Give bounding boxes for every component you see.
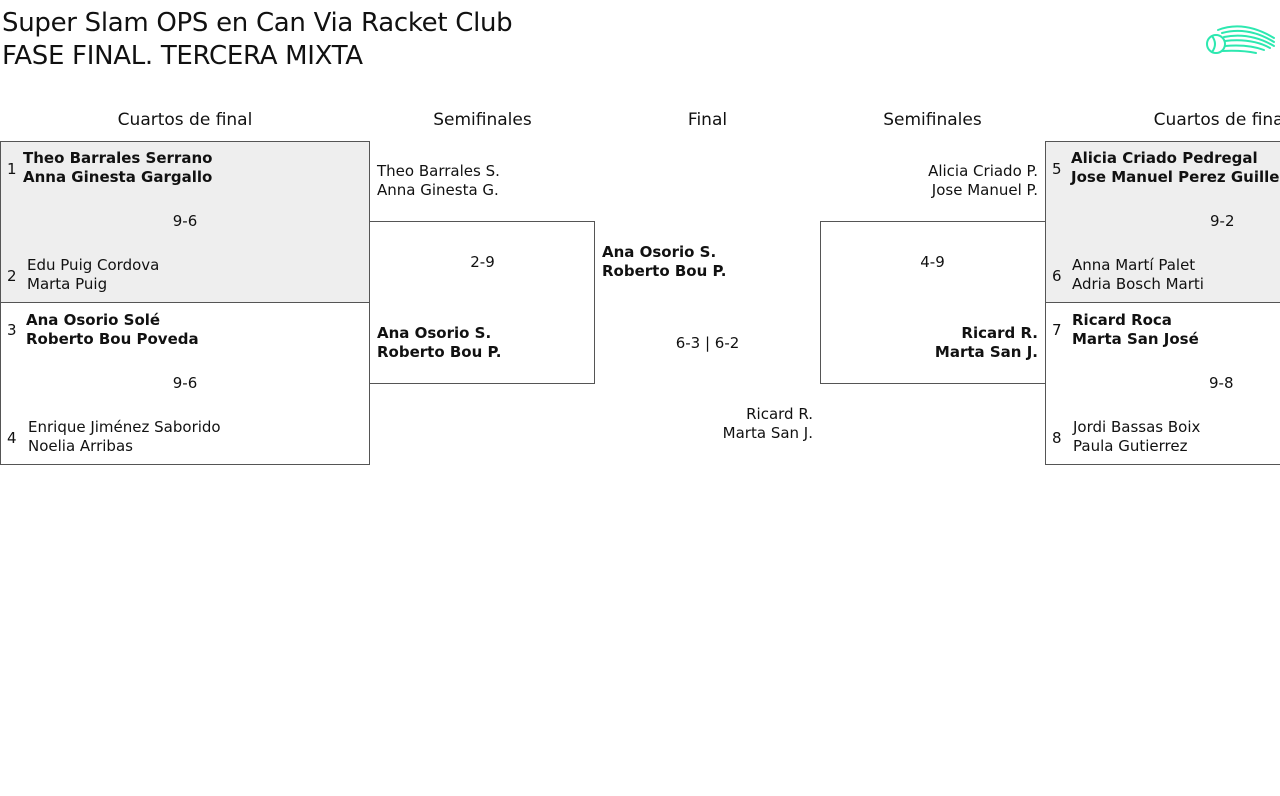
player-name: Alicia Criado Pedregal xyxy=(1071,149,1258,167)
player-name: Roberto Bou Poveda xyxy=(26,330,199,348)
player-name: Ricard R. xyxy=(746,405,813,423)
seed-number: 8 xyxy=(1052,429,1062,447)
player-name: Ana Osorio Solé xyxy=(26,311,161,329)
seed-number: 1 xyxy=(7,160,17,178)
page-subtitle: FASE FINAL. TERCERA MIXTA xyxy=(2,41,363,71)
team-winner: Ricard R. Marta San J. xyxy=(820,324,1038,362)
column-header-quarterfinals-left: Cuartos de final xyxy=(117,110,253,130)
player-name: Anna Ginesta G. xyxy=(377,181,499,199)
player-name: Ricard Roca xyxy=(1072,311,1172,329)
player-name: Anna Martí Palet xyxy=(1072,256,1196,274)
match-score: 9-8 xyxy=(1209,374,1234,392)
team-loser: Edu Puig Cordova Marta Puig xyxy=(27,256,159,294)
seed-number: 6 xyxy=(1052,267,1062,285)
seed-number: 3 xyxy=(7,321,17,339)
player-name: Roberto Bou P. xyxy=(377,343,502,361)
match-score: 4-9 xyxy=(920,253,945,271)
final-score: 6-3 | 6-2 xyxy=(675,334,740,352)
semifinal-match-1 xyxy=(369,221,595,384)
player-name: Alicia Criado P. xyxy=(928,162,1038,180)
team-winner: Alicia Criado Pedregal Jose Manuel Perez… xyxy=(1071,149,1280,187)
player-name: Anna Ginesta Gargallo xyxy=(23,168,213,186)
team-loser: Jordi Bassas Boix Paula Gutierrez xyxy=(1073,418,1200,456)
player-name: Noelia Arribas xyxy=(28,437,133,455)
column-header-semifinals-right: Semifinales xyxy=(883,110,982,130)
team-loser: Alicia Criado P. Jose Manuel P. xyxy=(820,162,1038,200)
player-name: Ana Osorio S. xyxy=(602,243,717,261)
player-name: Paula Gutierrez xyxy=(1073,437,1188,455)
team-loser: Theo Barrales S. Anna Ginesta G. xyxy=(377,162,500,200)
quarterfinal-match-3 xyxy=(1045,141,1280,303)
final-winner: Ana Osorio S. Roberto Bou P. xyxy=(602,243,726,281)
player-name: Adria Bosch Marti xyxy=(1072,275,1204,293)
player-name: Ana Osorio S. xyxy=(377,324,492,342)
column-header-final: Final xyxy=(687,110,728,130)
match-score: 9-6 xyxy=(172,212,198,230)
page-title: Super Slam OPS en Can Via Racket Club xyxy=(2,8,513,38)
player-name: Jordi Bassas Boix xyxy=(1073,418,1201,436)
player-name: Jose Manuel P. xyxy=(931,181,1038,199)
player-name: Theo Barrales S. xyxy=(377,162,500,180)
team-loser: Anna Martí Palet Adria Bosch Marti xyxy=(1072,256,1204,294)
player-name: Roberto Bou P. xyxy=(602,262,727,280)
player-name: Marta San José xyxy=(1072,330,1199,348)
team-winner: Ana Osorio S. Roberto Bou P. xyxy=(377,324,501,362)
team-winner: Ana Osorio Solé Roberto Bou Poveda xyxy=(26,311,199,349)
player-name: Marta San J. xyxy=(934,343,1038,361)
seed-number: 4 xyxy=(7,429,17,447)
column-header-quarterfinals-right: Cuartos de final xyxy=(1153,110,1280,130)
seed-number: 2 xyxy=(7,267,17,285)
player-name: Jose Manuel Perez Guillen xyxy=(1071,168,1280,186)
seed-number: 5 xyxy=(1052,160,1062,178)
final-runner-up: Ricard R. Marta San J. xyxy=(595,405,813,443)
team-winner: Ricard Roca Marta San José xyxy=(1072,311,1199,349)
team-loser: Enrique Jiménez Saborido Noelia Arribas xyxy=(28,418,221,456)
seed-number: 7 xyxy=(1052,321,1062,339)
match-score: 9-2 xyxy=(1210,212,1235,230)
player-name: Marta San J. xyxy=(722,424,813,442)
player-name: Edu Puig Cordova xyxy=(27,256,160,274)
player-name: Ricard R. xyxy=(961,324,1038,342)
player-name: Marta Puig xyxy=(27,275,108,293)
quarterfinal-match-4 xyxy=(1045,302,1280,465)
match-score: 9-6 xyxy=(172,374,198,392)
ball-comet-logo-icon xyxy=(1206,25,1275,54)
player-name: Enrique Jiménez Saborido xyxy=(28,418,221,436)
match-score: 2-9 xyxy=(470,253,495,271)
player-name: Theo Barrales Serrano xyxy=(23,149,213,167)
column-header-semifinals-left: Semifinales xyxy=(433,110,532,130)
team-winner: Theo Barrales Serrano Anna Ginesta Garga… xyxy=(23,149,212,187)
